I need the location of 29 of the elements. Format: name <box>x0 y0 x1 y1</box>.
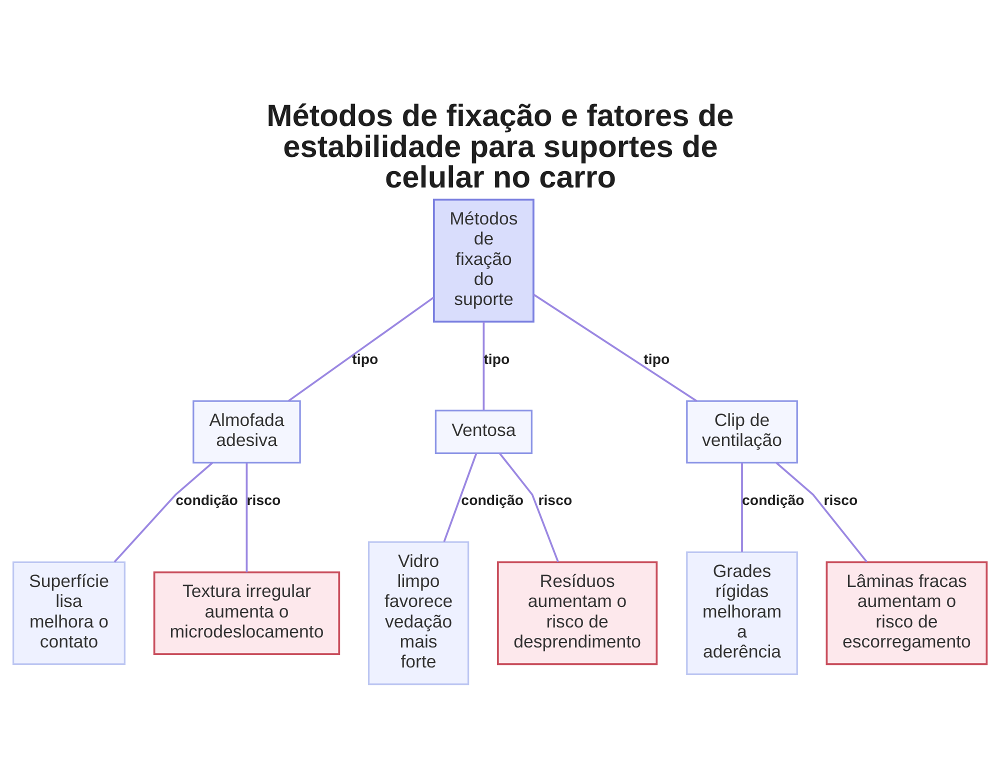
edge-label: tipo <box>644 352 670 368</box>
edge-label: risco <box>538 492 572 509</box>
edge-label: condição <box>742 492 804 509</box>
node-box: Almofada adesiva <box>192 400 301 464</box>
node-box: Superfície lisa melhora o contato <box>12 561 126 665</box>
edge-label: condição <box>176 492 238 509</box>
edge-label: tipo <box>484 352 510 368</box>
connector <box>776 462 868 562</box>
connector <box>482 322 485 410</box>
edge-label: risco <box>246 492 281 509</box>
connector <box>443 452 478 542</box>
connector <box>288 296 434 402</box>
connector <box>498 452 559 562</box>
node-box: Textura irregular aumenta o microdeslocamento <box>153 571 340 655</box>
edge-label: condição <box>461 492 524 509</box>
edge-label: risco <box>824 492 858 509</box>
node-box: Ventosa <box>434 410 533 454</box>
node-box: Resíduos aumentam o risco de desprendimento <box>496 561 658 666</box>
node-box: Grades rígidas melhoram a aderência <box>686 551 798 676</box>
connector <box>114 462 214 563</box>
node-box: Clip de ventilação <box>686 400 798 464</box>
diagram-title: Métodos de fixação e fatores de estabilidade para suportes de celular no carro <box>266 98 734 195</box>
connector <box>533 294 698 402</box>
node-box: Lâminas fracas aumentam o risco de escorregamento <box>826 561 988 666</box>
connector <box>741 463 743 552</box>
connector <box>246 463 248 572</box>
node-box: Métodos de fixação do suporte <box>433 198 534 323</box>
node-box: Vidro limpo favorece vedação mais forte <box>368 541 470 686</box>
edge-label: tipo <box>352 352 378 368</box>
